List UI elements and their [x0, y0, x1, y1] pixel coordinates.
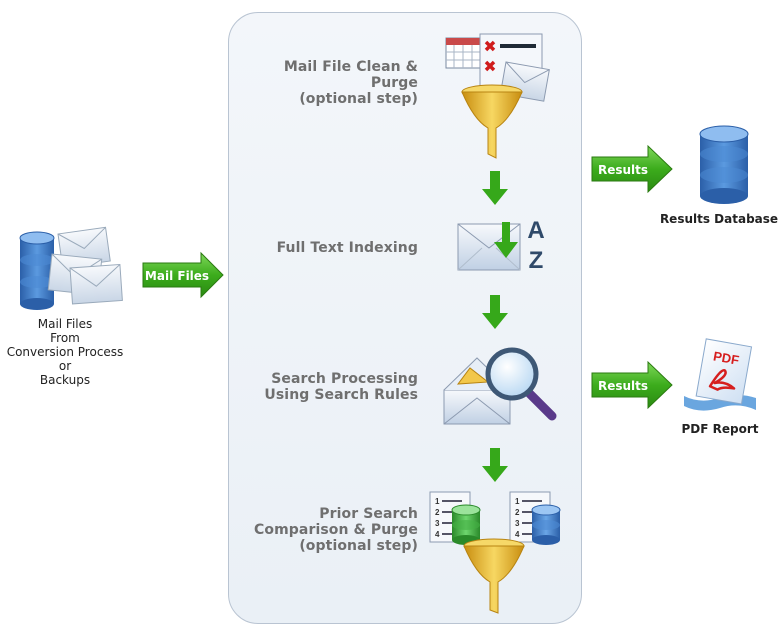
clean-purge-icon [444, 32, 556, 159]
sort-letter-z: Z [529, 247, 544, 274]
mail-files-arrow-label: Mail Files [145, 269, 209, 283]
step-search-label: Search Processing Using Search Rules [232, 371, 418, 403]
results-db-arrow-label: Results [598, 163, 648, 177]
results-database-label: Results Database [659, 212, 779, 226]
step-indexing-label: Full Text Indexing [232, 240, 418, 256]
list-green-database-icon: 1 2 3 4 [429, 491, 481, 545]
envelope-icon [443, 357, 511, 425]
list-number: 3 [515, 519, 520, 528]
indexing-icon: A Z [456, 212, 552, 280]
step-clean-purge-note: (optional step) [299, 91, 418, 107]
list-blue-database-icon: 1 2 3 4 [509, 491, 561, 545]
comparison-purge-icon: 1 2 3 4 1 2 3 4 [428, 488, 568, 614]
mail-files-arrow: Mail Files [141, 251, 225, 299]
list-number: 2 [515, 508, 520, 517]
step-indexing-title: Full Text Indexing [276, 240, 418, 256]
list-number: 4 [515, 530, 520, 539]
results-to-database-arrow: Results [590, 144, 674, 194]
results-to-pdf-arrow: Results [590, 360, 674, 410]
results-pdf-arrow-label: Results [598, 379, 648, 393]
source-label-line: Backups [39, 373, 91, 387]
list-number: 3 [435, 519, 440, 528]
flow-down-arrow-2 [482, 295, 508, 329]
step-comparison-title: Prior Search [319, 506, 418, 522]
step-search-title: Search Processing [271, 371, 418, 387]
calendar-icon [445, 37, 481, 69]
source-envelopes-icon [47, 226, 123, 305]
sort-arrow-icon [494, 222, 518, 258]
source-label: Mail Files From Conversion Process or Ba… [0, 317, 136, 387]
step-comparison-subtitle: Comparison & Purge [254, 522, 418, 538]
source-label-line: or [58, 359, 72, 373]
step-comparison-note: (optional step) [299, 538, 418, 554]
step-clean-purge-title: Mail File Clean & Purge [283, 59, 418, 91]
funnel-icon [463, 538, 525, 614]
list-number: 1 [515, 497, 520, 506]
flow-down-arrow-1 [482, 171, 508, 205]
sort-letter-a: A [527, 217, 544, 244]
source-label-line: Conversion Process [6, 345, 124, 359]
search-processing-icon [440, 338, 560, 428]
source-label-line: From [50, 331, 80, 345]
step-clean-purge-label: Mail File Clean & Purge (optional step) [232, 59, 418, 107]
funnel-icon [461, 84, 523, 159]
results-database-icon [696, 124, 752, 208]
source-mail-files-icon [14, 226, 124, 318]
source-database-icon [19, 231, 55, 310]
pdf-report-icon: PDF [680, 336, 762, 418]
list-number: 2 [435, 508, 440, 517]
source-label-line: Mail Files [37, 317, 93, 331]
step-comparison-label: Prior Search Comparison & Purge (optiona… [232, 506, 418, 554]
step-search-note: Using Search Rules [264, 387, 418, 403]
flow-down-arrow-3 [482, 448, 508, 482]
magnifier-icon [485, 347, 557, 421]
pdf-icon-text: PDF [712, 348, 740, 367]
pdf-report-label: PDF Report [681, 422, 759, 436]
list-number: 4 [435, 530, 440, 539]
list-number: 1 [435, 497, 440, 506]
